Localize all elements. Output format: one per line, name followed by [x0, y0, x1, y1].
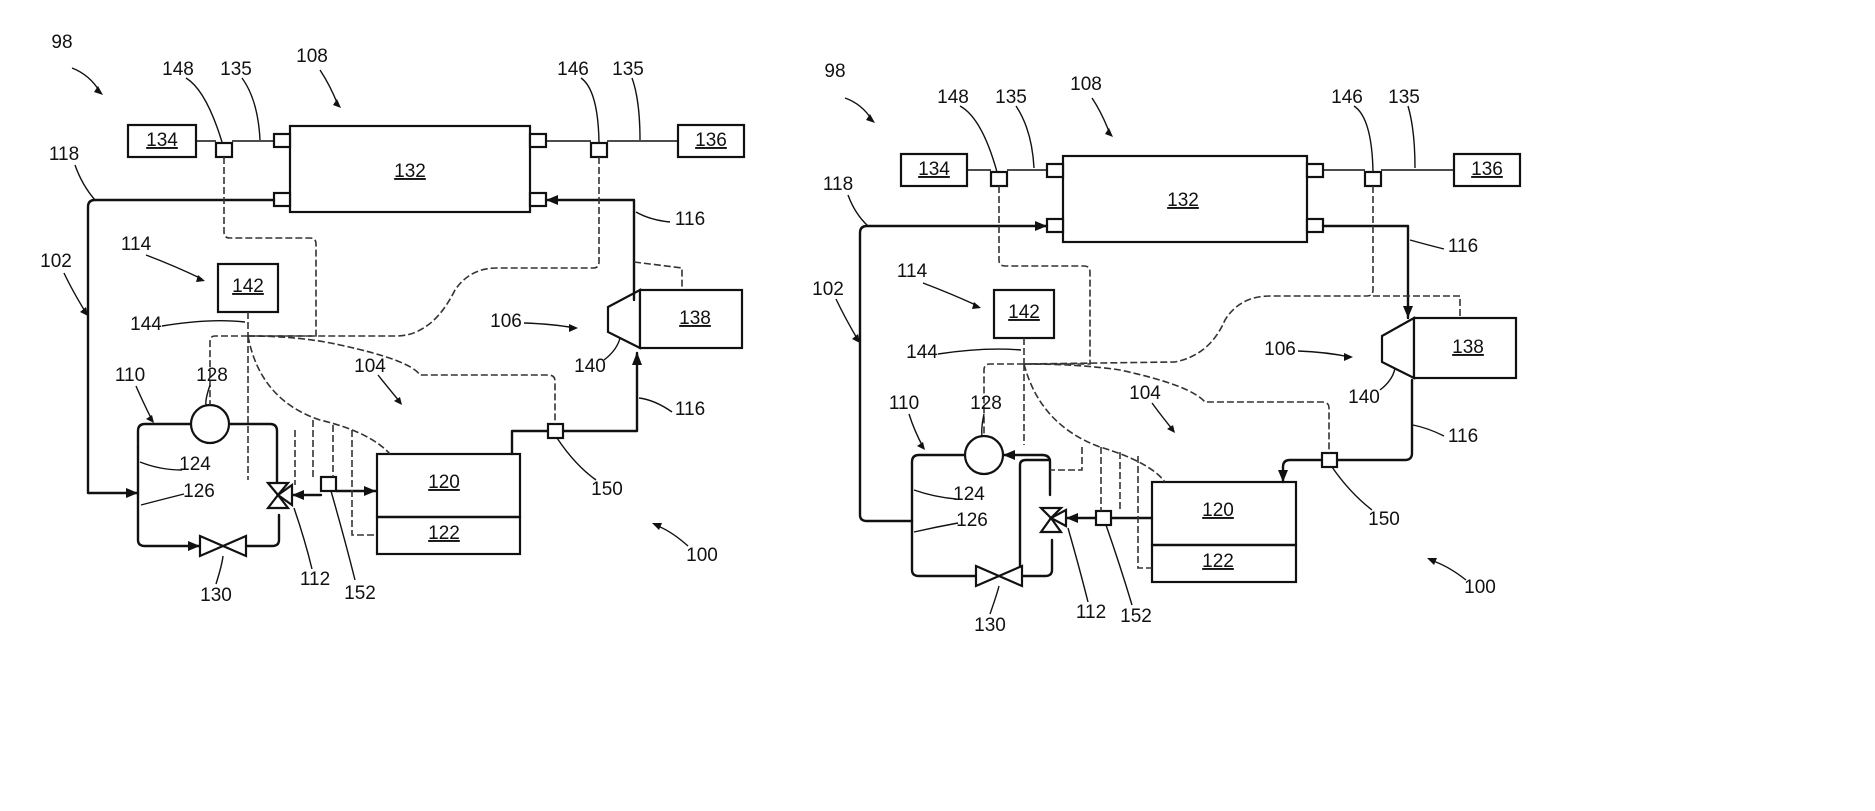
svg-text:116: 116 — [675, 399, 705, 420]
tank-120-122: 120 122 — [377, 454, 520, 554]
valve-112 — [1041, 508, 1066, 532]
svg-text:138: 138 — [679, 308, 711, 329]
sensor-146 — [1365, 172, 1381, 186]
svg-text:112: 112 — [300, 569, 330, 590]
pump-128 — [965, 436, 1003, 474]
heat-exchanger-132: 132 — [274, 126, 546, 212]
svg-text:140: 140 — [1348, 387, 1380, 408]
sensor-148 — [216, 143, 232, 157]
svg-text:135: 135 — [1388, 87, 1420, 108]
valve-112 — [268, 483, 292, 508]
controller-142: 142 — [994, 290, 1054, 338]
svg-text:140: 140 — [574, 356, 606, 377]
svg-text:144: 144 — [130, 314, 162, 335]
svg-text:144: 144 — [906, 342, 938, 363]
svg-text:110: 110 — [889, 393, 919, 414]
controller-142: 142 — [218, 264, 278, 312]
pump-128 — [191, 405, 229, 443]
heat-exchanger-132: 132 — [1047, 156, 1323, 242]
svg-text:100: 100 — [1464, 577, 1496, 598]
svg-text:150: 150 — [1368, 509, 1400, 530]
box-134: 134 — [901, 154, 967, 186]
valve-130 — [976, 566, 1022, 586]
svg-text:122: 122 — [428, 523, 460, 544]
svg-text:150: 150 — [591, 479, 623, 500]
sensor-148 — [991, 172, 1007, 186]
valve-130 — [200, 536, 246, 556]
svg-text:118: 118 — [823, 174, 853, 195]
box-134: 134 — [128, 125, 196, 157]
svg-text:106: 106 — [1264, 339, 1296, 360]
svg-text:98: 98 — [51, 32, 72, 53]
svg-text:116: 116 — [1448, 426, 1478, 447]
svg-text:124: 124 — [179, 454, 211, 475]
svg-text:110: 110 — [115, 365, 145, 386]
engine-138: 138 — [1382, 318, 1516, 378]
svg-text:142: 142 — [1008, 302, 1040, 323]
svg-text:135: 135 — [612, 59, 644, 80]
svg-text:120: 120 — [428, 472, 460, 493]
svg-text:120: 120 — [1202, 500, 1234, 521]
svg-text:132: 132 — [1167, 190, 1199, 211]
svg-text:134: 134 — [918, 159, 950, 180]
svg-text:122: 122 — [1202, 551, 1234, 572]
svg-text:130: 130 — [974, 615, 1006, 636]
svg-text:135: 135 — [220, 59, 252, 80]
svg-text:135: 135 — [995, 87, 1027, 108]
svg-text:106: 106 — [490, 311, 522, 332]
svg-text:136: 136 — [695, 130, 727, 151]
figure-a: 134 136 132 142 — [40, 32, 744, 606]
tank-120-122: 120 122 — [1152, 482, 1296, 582]
svg-text:152: 152 — [344, 583, 376, 604]
svg-text:132: 132 — [394, 161, 426, 182]
svg-text:114: 114 — [897, 261, 928, 282]
engine-138: 138 — [608, 290, 742, 348]
svg-text:126: 126 — [183, 481, 215, 502]
svg-text:104: 104 — [354, 356, 386, 377]
svg-text:142: 142 — [232, 276, 264, 297]
svg-text:116: 116 — [1448, 236, 1478, 257]
svg-text:138: 138 — [1452, 337, 1484, 358]
svg-text:102: 102 — [812, 279, 844, 300]
sensor-146 — [591, 143, 607, 157]
svg-text:104: 104 — [1129, 383, 1161, 404]
svg-text:148: 148 — [162, 59, 194, 80]
svg-text:102: 102 — [40, 251, 72, 272]
box-136: 136 — [1454, 154, 1520, 186]
svg-text:134: 134 — [146, 130, 178, 151]
svg-text:112: 112 — [1076, 602, 1106, 623]
svg-text:146: 146 — [557, 59, 589, 80]
svg-text:118: 118 — [49, 144, 79, 165]
figure-b: 134 136 132 142 — [812, 61, 1520, 636]
svg-text:130: 130 — [200, 585, 232, 606]
box-136: 136 — [678, 125, 744, 157]
svg-text:146: 146 — [1331, 87, 1363, 108]
svg-text:128: 128 — [970, 393, 1002, 414]
svg-text:152: 152 — [1120, 606, 1152, 627]
svg-text:116: 116 — [675, 209, 705, 230]
svg-text:128: 128 — [196, 365, 228, 386]
svg-text:126: 126 — [956, 510, 988, 531]
svg-text:108: 108 — [1070, 74, 1102, 95]
svg-text:108: 108 — [296, 46, 328, 67]
svg-text:148: 148 — [937, 87, 969, 108]
svg-text:100: 100 — [686, 545, 718, 566]
svg-text:136: 136 — [1471, 159, 1503, 180]
svg-text:98: 98 — [824, 61, 845, 82]
svg-text:124: 124 — [953, 484, 985, 505]
svg-text:114: 114 — [121, 234, 152, 255]
